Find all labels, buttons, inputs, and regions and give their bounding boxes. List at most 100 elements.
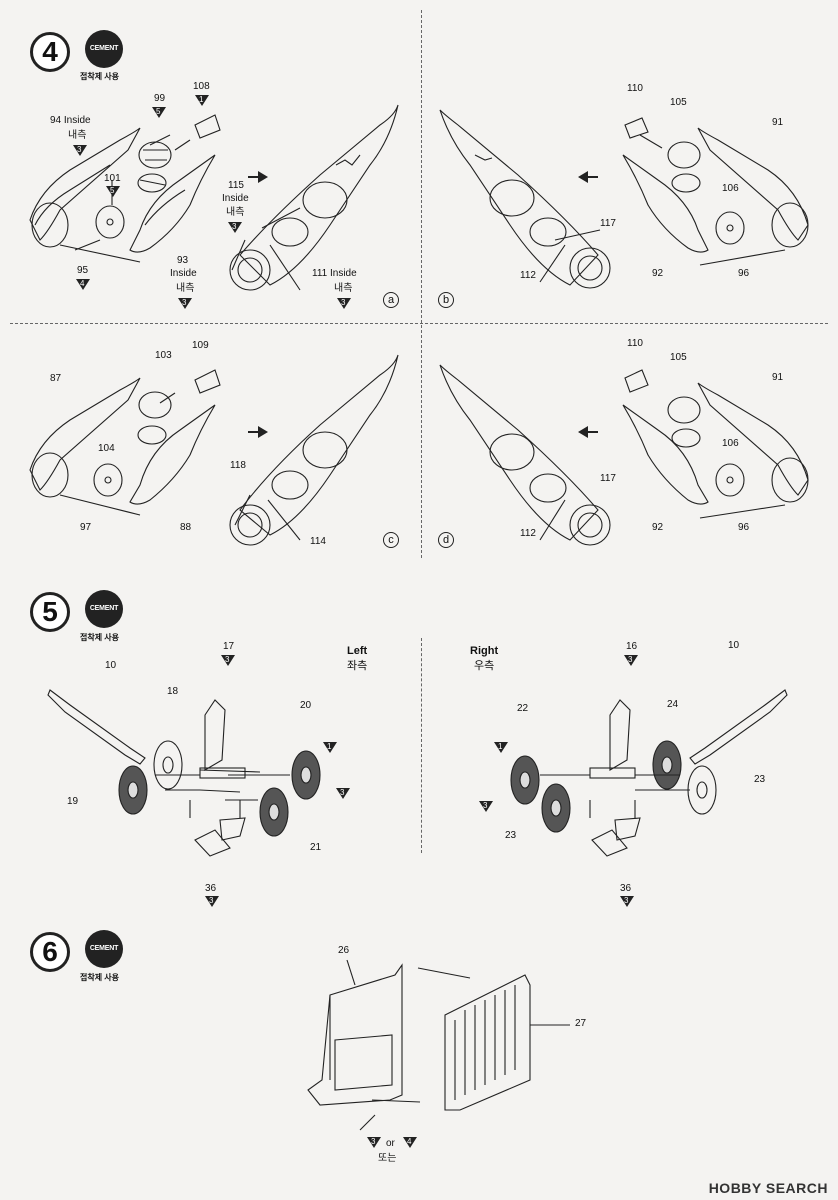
badge-number: 3 xyxy=(225,655,230,664)
step-4-number: 4 xyxy=(30,32,70,72)
left-title-ko: 좌측 xyxy=(347,660,368,672)
part-label: 87 xyxy=(50,373,62,384)
part-label: 21 xyxy=(310,842,322,853)
triangle-badge xyxy=(624,655,638,666)
part-label: 105 xyxy=(670,352,687,363)
right-title-ko: 우측 xyxy=(474,660,495,672)
part-label-ko: 내측 xyxy=(176,283,195,294)
part-label: 115 xyxy=(228,180,244,191)
part-label: 117 xyxy=(600,218,616,229)
cement-caption: 접착제 사용 xyxy=(80,633,120,642)
part-label: Inside xyxy=(222,193,249,204)
or-text: or xyxy=(386,1138,395,1149)
part-label: 93 xyxy=(177,255,189,266)
part-label: 112 xyxy=(520,270,536,281)
triangle-badge xyxy=(76,279,90,290)
badge-number: 3 xyxy=(182,298,187,307)
badge-number: 3 xyxy=(628,655,633,664)
part-label: 114 xyxy=(310,536,326,547)
triangle-badge xyxy=(367,1137,381,1148)
part-label: 95 xyxy=(77,265,89,276)
part-label: 108 xyxy=(193,81,210,92)
badge-number: 3 xyxy=(341,298,346,307)
part-label: 94 Inside xyxy=(50,115,91,126)
badge-number: 3 xyxy=(371,1137,376,1146)
part-label: 96 xyxy=(738,522,750,533)
part-label: 17 xyxy=(223,641,235,652)
part-label-ko: 내측 xyxy=(226,207,245,218)
panel-d-drawing xyxy=(439,364,809,546)
part-label: 23 xyxy=(505,830,517,841)
part-label: 91 xyxy=(772,372,784,383)
badge-number: 5 xyxy=(156,107,161,116)
badge-number: 4 xyxy=(407,1137,412,1146)
part-label: 88 xyxy=(180,522,192,533)
part-label: Inside xyxy=(170,268,197,279)
part-label: 109 xyxy=(192,340,209,351)
part-label: 104 xyxy=(98,443,115,454)
part-label: 23 xyxy=(754,774,766,785)
arrow-right xyxy=(248,426,268,438)
left-title: Left xyxy=(347,645,368,657)
part-label: 16 xyxy=(626,641,638,652)
part-label: 20 xyxy=(300,700,312,711)
badge-number: 1 xyxy=(498,742,503,751)
divider-step5-vertical xyxy=(421,638,422,853)
badge-number: 3 xyxy=(209,896,214,905)
arrow-left xyxy=(578,171,598,183)
step-6-number: 6 xyxy=(30,932,70,972)
part-label: 19 xyxy=(67,796,79,807)
triangle-badge xyxy=(195,95,209,106)
part-label: 96 xyxy=(738,268,750,279)
part-label: 106 xyxy=(722,183,739,194)
step-5-number: 5 xyxy=(30,592,70,632)
triangle-badge xyxy=(73,145,87,156)
part-label: 36 xyxy=(205,883,217,894)
part-label: 22 xyxy=(517,703,529,714)
arrow-left xyxy=(578,426,598,438)
panel-tag-a: a xyxy=(383,292,399,308)
triangle-badge xyxy=(152,107,166,118)
part-label: 92 xyxy=(652,522,664,533)
cement-icon: CEMENT xyxy=(85,930,123,968)
triangle-badge xyxy=(106,186,120,197)
or-text-ko: 또는 xyxy=(378,1153,397,1164)
triangle-badge xyxy=(205,896,219,907)
badge-number: 3 xyxy=(340,788,345,797)
triangle-badge xyxy=(403,1137,417,1148)
badge-number: 3 xyxy=(483,801,488,810)
badge-number: 3 xyxy=(624,896,629,905)
divider-step4-mid xyxy=(10,323,828,324)
panel-tag-d: d xyxy=(438,532,454,548)
watermark: HOBBY SEARCH xyxy=(708,1180,828,1196)
step6-drawing xyxy=(307,959,570,1131)
left-gear-drawing xyxy=(47,689,321,857)
badge-number: 3 xyxy=(77,145,82,154)
part-label: 103 xyxy=(155,350,172,361)
panel-a-drawing xyxy=(29,104,399,291)
badge-number: 1 xyxy=(327,742,332,751)
cement-caption: 접착제 사용 xyxy=(80,973,120,982)
triangle-badge xyxy=(178,298,192,309)
part-label: 118 xyxy=(230,460,246,471)
badge-number: 3 xyxy=(232,222,237,231)
badge-number: 4 xyxy=(80,279,85,288)
panel-tag-c: c xyxy=(383,532,399,548)
cement-icon: CEMENT xyxy=(85,30,123,68)
triangle-badge xyxy=(228,222,242,233)
badge-number: 5 xyxy=(110,186,115,195)
triangle-badge xyxy=(221,655,235,666)
cement-caption: 접착제 사용 xyxy=(80,72,120,81)
cement-icon: CEMENT xyxy=(85,590,123,628)
part-label: 99 xyxy=(154,93,166,104)
triangle-badge xyxy=(336,788,350,799)
panel-tag-b: b xyxy=(438,292,454,308)
right-gear-drawing xyxy=(510,689,788,857)
part-label: 18 xyxy=(167,686,179,697)
part-label-ko: 내측 xyxy=(334,283,353,294)
triangle-badge xyxy=(479,801,493,812)
part-label: 24 xyxy=(667,699,679,710)
panel-b-drawing xyxy=(439,109,809,289)
part-label: 26 xyxy=(338,945,350,956)
